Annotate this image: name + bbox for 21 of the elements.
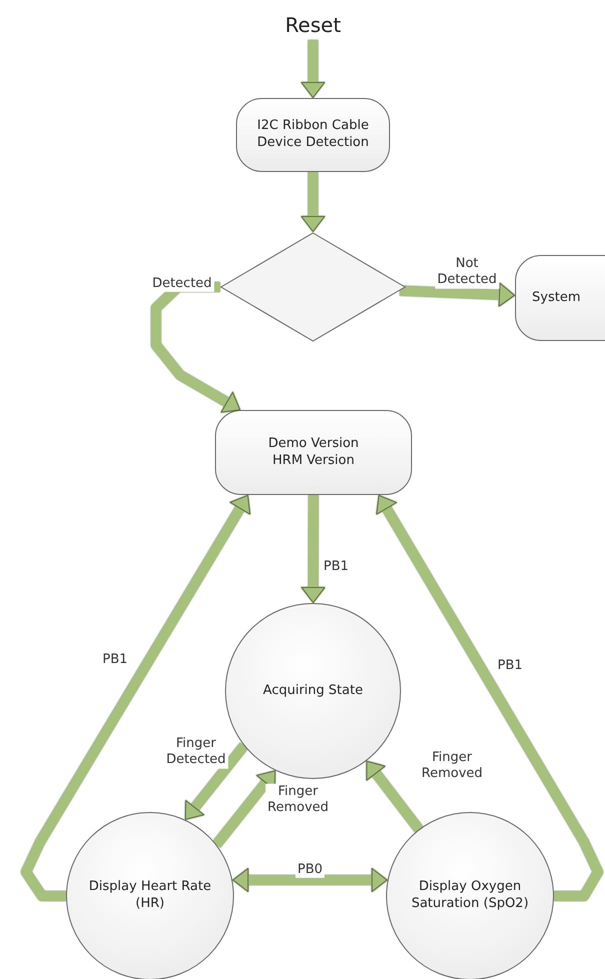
arrow [212,770,276,848]
edge-label: Not Detected [435,256,499,288]
arrow [21,494,250,901]
state-label: HRM Version [272,452,354,470]
edge-label: PB0 [295,862,325,878]
arrow [301,172,325,232]
arrow [232,868,388,892]
arrow [184,742,248,820]
state-label: Display Heart Rate (HR) [88,879,212,913]
arrow [301,494,326,603]
state-box [215,410,412,495]
state-label: Acquiring State [263,682,363,700]
state-box [236,98,390,172]
arrow [366,760,423,832]
arrow [400,282,515,307]
arrow [301,40,325,98]
state-label: System [532,290,580,306]
state-label: Demo Version [268,436,359,452]
start-label: Reset [285,12,341,38]
state-label: Display Oxygen Saturation (SpO2) [410,879,530,913]
state-label: I2C Ribbon Cable Device Detection [256,118,370,152]
